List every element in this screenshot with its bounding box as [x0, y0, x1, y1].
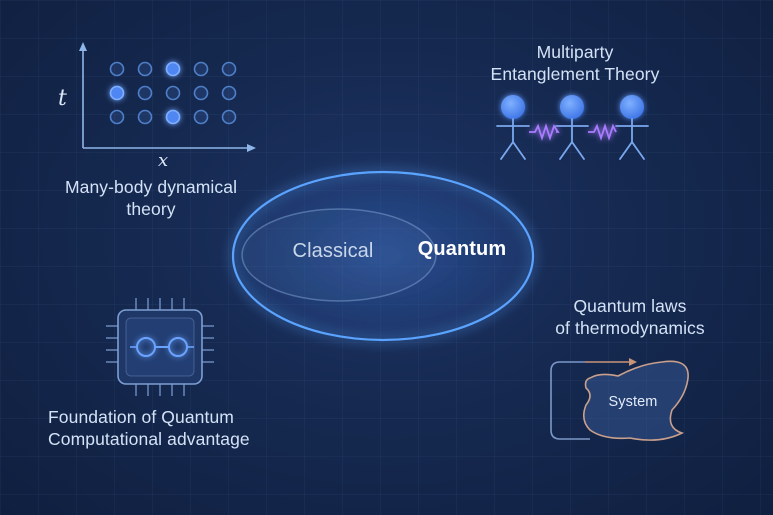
lattice-dot: [221, 61, 237, 77]
lattice-dot: [137, 85, 153, 101]
reservoir-outline: [550, 361, 590, 440]
thermo-label-line1: Quantum laws: [573, 296, 687, 316]
arrow-head-icon: [629, 358, 637, 366]
t-axis-arrow-icon: [79, 42, 87, 51]
lattice-dot: [165, 85, 181, 101]
many-body-label: Many-body dynamical theory: [46, 176, 256, 220]
thermo-label-line2: of thermodynamics: [555, 318, 705, 338]
lattice-dot-active: [165, 109, 181, 125]
quantum-classical-venn: [231, 170, 535, 342]
quantum-outer-ellipse: [231, 170, 535, 342]
foundation-label-line2: Computational advantage: [48, 429, 250, 449]
classical-inner-ellipse: [241, 208, 437, 302]
lattice-dots: [109, 61, 237, 125]
lattice-dot: [193, 61, 209, 77]
party-figure-2: [555, 95, 589, 160]
multiparty-label: Multiparty Entanglement Theory: [455, 41, 695, 85]
thermo-label: Quantum laws of thermodynamics: [530, 295, 730, 339]
entanglement-spring-2: [588, 123, 617, 141]
lattice-dot: [137, 61, 153, 77]
thermo-system-diagram: [550, 358, 689, 441]
x-axis-label: x: [158, 150, 169, 171]
t-axis-label: t: [58, 86, 67, 111]
system-boundary: [582, 360, 689, 441]
multiparty-label-line2: Entanglement Theory: [490, 64, 660, 84]
lattice-dot: [109, 109, 125, 125]
foundation-label-line1: Foundation of Quantum: [48, 407, 234, 427]
system-label: System: [608, 394, 658, 410]
lattice-dot: [221, 109, 237, 125]
party-figure-3: [615, 95, 649, 160]
many-body-label-line1: Many-body dynamical: [64, 177, 238, 197]
lattice-dot: [193, 85, 209, 101]
quantum-label: Quantum: [417, 238, 507, 260]
lattice-dot: [137, 109, 153, 125]
many-body-plot: [79, 42, 256, 152]
many-body-label-line2: theory: [126, 199, 176, 219]
entangled-parties: [496, 95, 649, 160]
lattice-dot: [193, 109, 209, 125]
lattice-dot: [109, 61, 125, 77]
multiparty-label-line1: Multiparty: [536, 42, 614, 62]
foundation-label: Foundation of Quantum Computational adva…: [48, 406, 298, 450]
classical-label: Classical: [292, 240, 374, 262]
quantum-chip-icon: [106, 298, 214, 396]
x-axis-arrow-icon: [247, 144, 256, 152]
lattice-dot: [221, 85, 237, 101]
entanglement-spring-1: [529, 123, 560, 141]
party-figure-1: [496, 95, 530, 160]
lattice-dot-active: [109, 85, 125, 101]
lattice-dot-active: [165, 61, 181, 77]
